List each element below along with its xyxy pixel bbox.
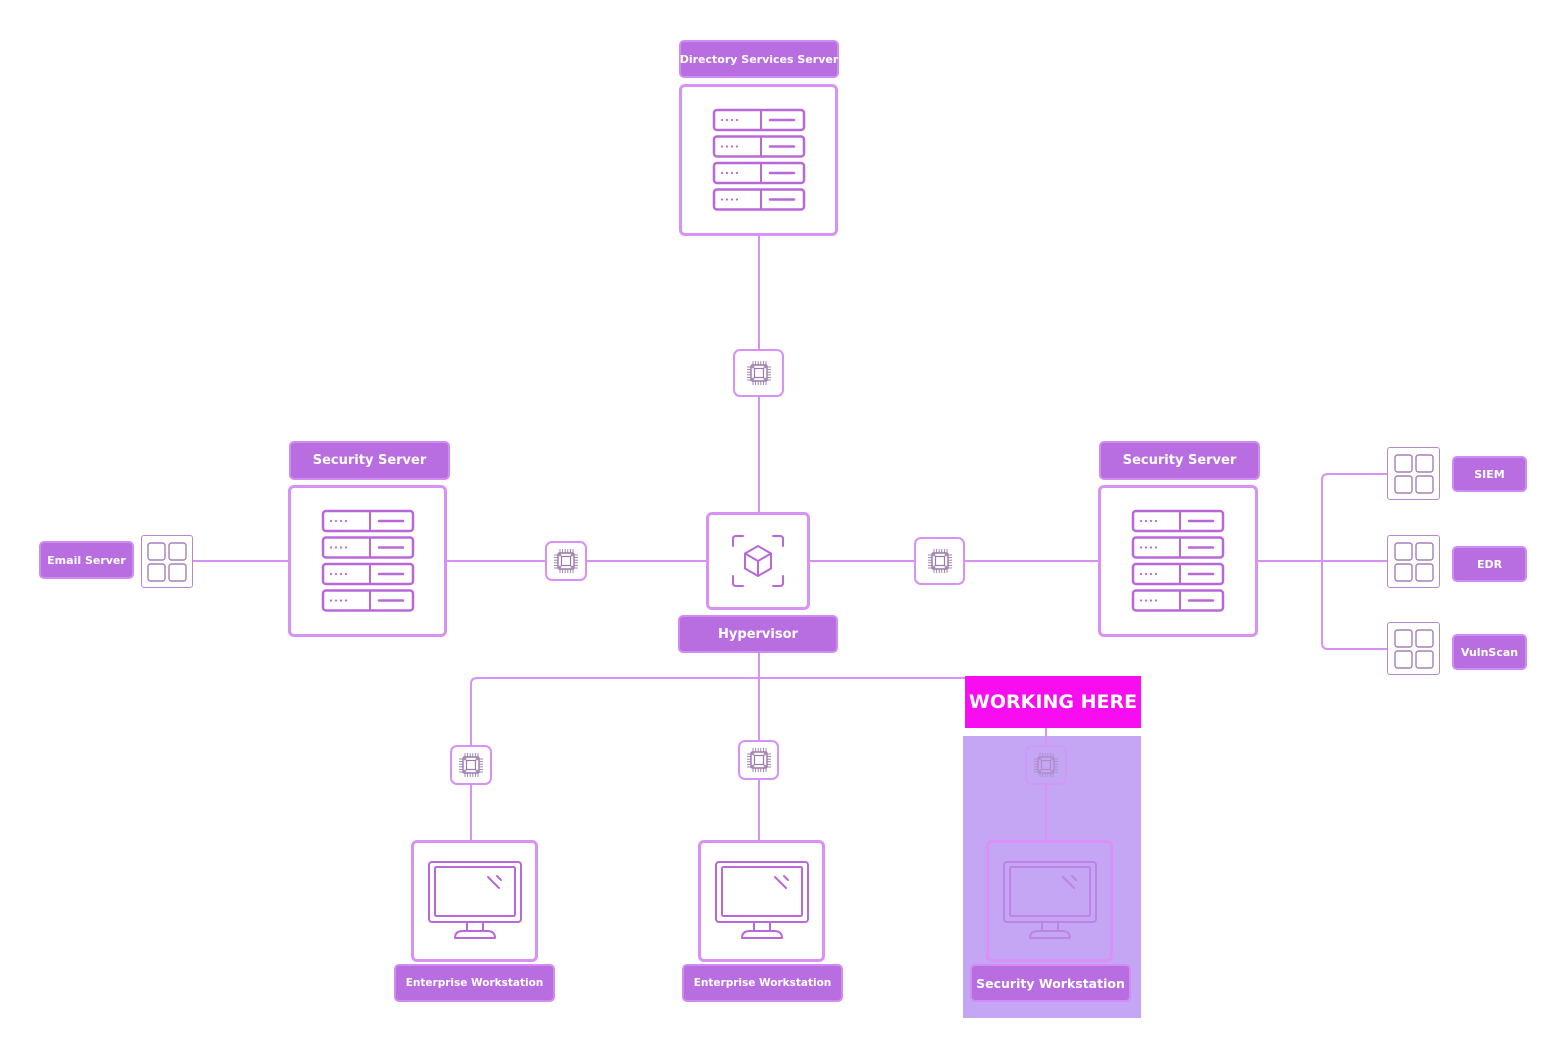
directory-server-label[interactable]: Directory Services Server [679,40,839,78]
cpu-chip-icon [744,358,774,388]
security-server-left-label[interactable]: Security Server [289,441,450,480]
vulnscan-label[interactable]: VulnScan [1452,634,1527,670]
cpu-connector-right [914,537,965,585]
edge-vulnscan [1321,561,1388,650]
server-rack-icon [321,509,415,613]
cpu-chip-icon [456,750,486,780]
hypervisor-node[interactable] [706,512,810,610]
app-grid-icon [1393,541,1434,582]
directory-server-node[interactable] [679,84,838,236]
cpu-chip-icon [744,745,774,775]
siem-label[interactable]: SIEM [1452,456,1527,492]
cpu-chip-icon [551,546,581,576]
edr-node[interactable] [1387,535,1440,588]
monitor-icon [714,860,810,942]
working-here-banner: WORKING HERE [965,676,1141,728]
security-workstation-label[interactable]: Security Workstation [970,964,1131,1002]
security-workstation-node[interactable] [986,840,1113,962]
enterprise-workstation-2-node[interactable] [698,840,825,962]
enterprise-workstation-2-label[interactable]: Enterprise Workstation [682,964,843,1002]
security-server-right-label[interactable]: Security Server [1099,441,1260,480]
app-grid-icon [1393,628,1434,669]
monitor-icon [1002,860,1098,942]
cpu-connector-sw [1025,745,1067,785]
cube-scan-icon [732,535,784,587]
email-server-label[interactable]: Email Server [39,541,134,579]
app-grid-icon [1393,453,1434,494]
email-server-node[interactable] [141,535,193,588]
cpu-connector-ew1 [450,745,492,785]
edr-label[interactable]: EDR [1452,546,1527,582]
security-server-right-node[interactable] [1098,485,1258,637]
enterprise-workstation-1-node[interactable] [411,840,538,962]
cpu-chip-icon [925,546,955,576]
siem-node[interactable] [1387,447,1440,500]
cpu-connector-ew2 [738,740,779,780]
security-server-left-node[interactable] [288,485,447,637]
server-rack-icon [712,108,806,212]
monitor-icon [427,860,523,942]
app-grid-icon [147,541,187,582]
edge-bus-left [470,677,759,746]
cpu-connector-directory [733,349,784,397]
enterprise-workstation-1-label[interactable]: Enterprise Workstation [394,964,555,1002]
server-rack-icon [1131,509,1225,613]
cpu-connector-left [545,541,587,581]
cpu-chip-icon [1031,750,1061,780]
edge-siem [1321,473,1388,561]
hypervisor-label[interactable]: Hypervisor [678,615,838,653]
vulnscan-node[interactable] [1387,622,1440,675]
